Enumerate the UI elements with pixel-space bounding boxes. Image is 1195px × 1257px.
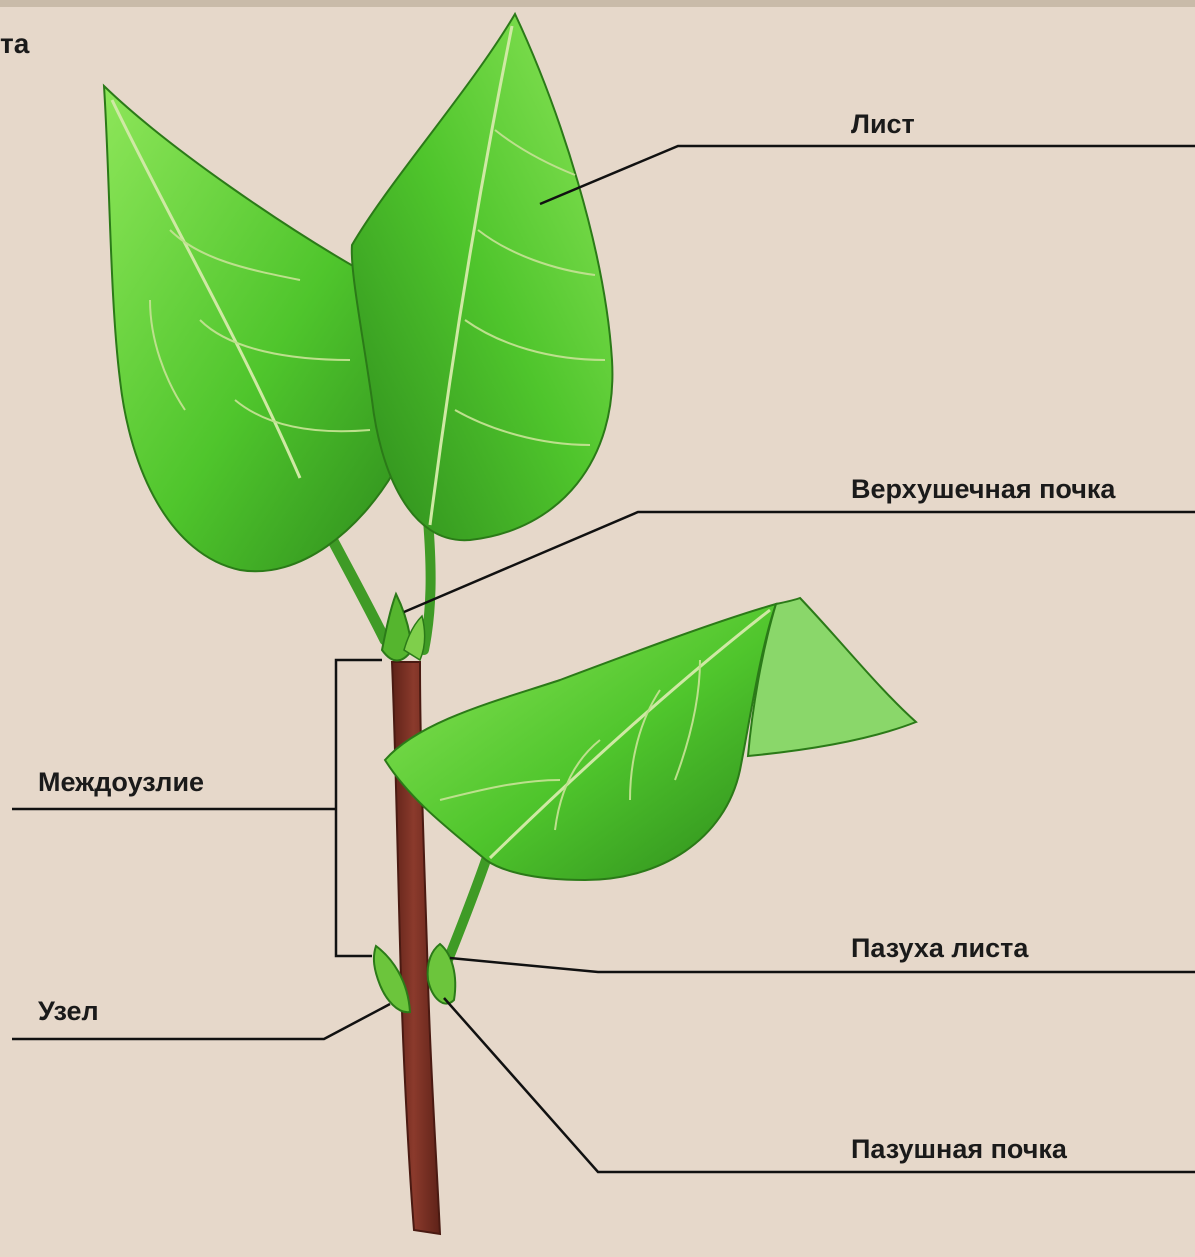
label-apical-bud: Верхушечная почка	[851, 476, 1115, 503]
label-node: Узел	[38, 998, 99, 1025]
label-leaf-axil: Пазуха листа	[851, 935, 1028, 962]
title-fragment: та	[0, 30, 29, 58]
label-internode: Междоузлие	[38, 769, 204, 796]
label-leaf: Лист	[851, 111, 915, 138]
label-axillary-bud: Пазушная почка	[851, 1136, 1067, 1163]
frame-top	[0, 0, 1195, 7]
